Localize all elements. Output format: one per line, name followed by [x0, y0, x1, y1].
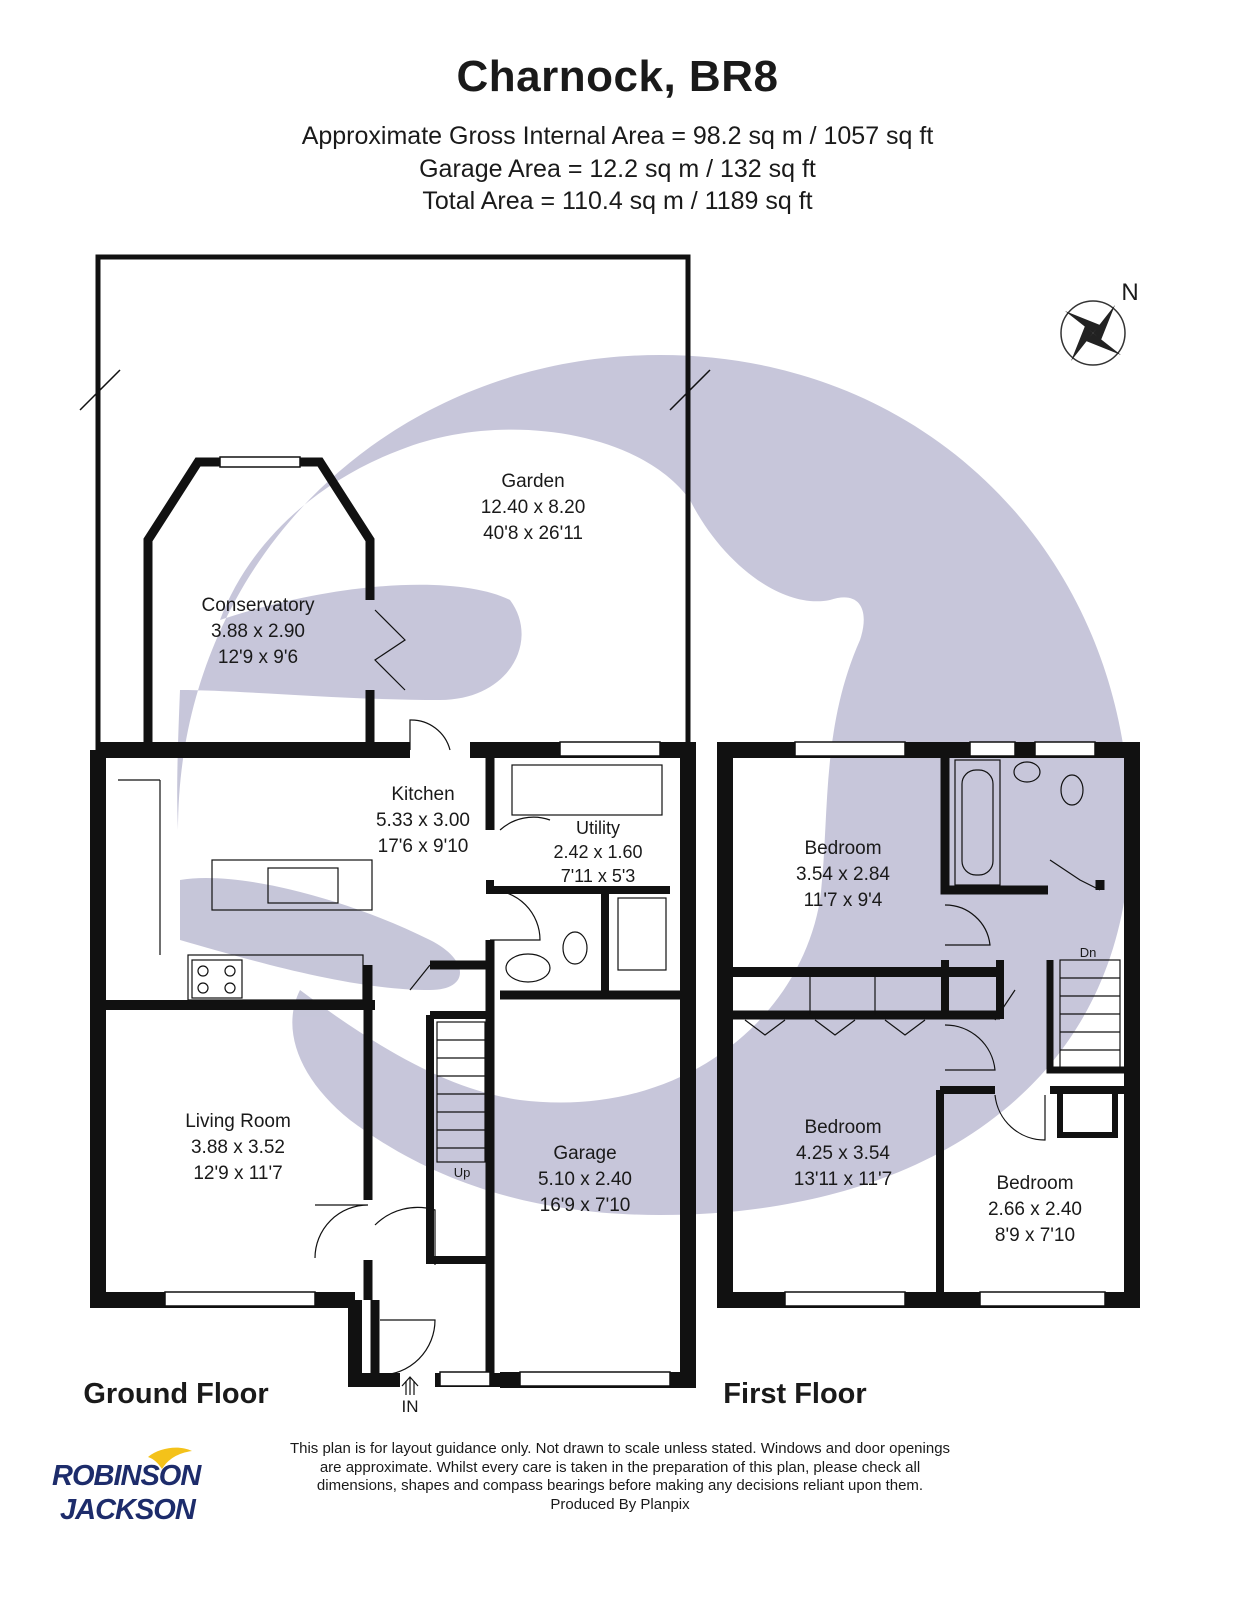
conservatory-name: Conservatory: [202, 595, 315, 616]
disclaimer: This plan is for layout guidance only. N…: [230, 1440, 1010, 1514]
kitchen-name: Kitchen: [391, 784, 454, 805]
bedroom-2-name: Bedroom: [804, 1117, 881, 1138]
swallow-icon: [148, 1447, 192, 1469]
total-area: Total Area = 110.4 sq m / 1189 sq ft: [422, 187, 813, 215]
garage-name: Garage: [553, 1143, 616, 1164]
kitchen-metric: 5.33 x 3.00: [376, 810, 470, 831]
living-room-imperial: 12'9 x 11'7: [193, 1163, 282, 1184]
logo-line-1: ROBINSON: [52, 1460, 202, 1492]
walls-ground-floor: [79, 254, 711, 1388]
plan-title: Charnock, BR8: [456, 52, 779, 101]
first-floor-label: First Floor: [723, 1378, 866, 1410]
kitchen-imperial: 17'6 x 9'10: [378, 836, 469, 857]
stairs-up-label: Up: [454, 1165, 471, 1180]
compass-north-label: N: [1121, 279, 1138, 306]
bedroom-1-name: Bedroom: [804, 838, 881, 859]
ground-floor-label: Ground Floor: [83, 1378, 268, 1410]
watermark-logo: [177, 355, 1130, 1215]
conservatory-metric: 3.88 x 2.90: [211, 621, 305, 642]
disclaimer-line: are approximate. Whilst every care is ta…: [319, 1458, 921, 1476]
living-room-name: Living Room: [185, 1111, 291, 1132]
conservatory-imperial: 12'9 x 9'6: [218, 647, 298, 668]
compass-icon: [1060, 300, 1126, 366]
garage-area: Garage Area = 12.2 sq m / 132 sq ft: [419, 155, 816, 183]
garage-metric: 5.10 x 2.40: [538, 1169, 632, 1190]
logo-line-2: JACKSON: [60, 1494, 197, 1526]
gross-internal-area: Approximate Gross Internal Area = 98.2 s…: [301, 122, 934, 150]
disclaimer-line: dimensions, shapes and compass bearings …: [316, 1477, 924, 1494]
floor-plan: N Garden 12.40 x 8.20 40'8 x 26'11 Conse…: [79, 254, 1140, 1416]
bedroom-3-name: Bedroom: [996, 1173, 1073, 1194]
entrance-label: IN: [402, 1397, 419, 1416]
bedroom-1-metric: 3.54 x 2.84: [796, 864, 890, 885]
stairs-down-label: Dn: [1080, 945, 1097, 960]
utility-name: Utility: [576, 818, 620, 838]
producer-credit: Produced By Planpix: [550, 1495, 690, 1513]
bedroom-2-imperial: 13'11 x 11'7: [794, 1169, 892, 1190]
garden-imperial: 40'8 x 26'11: [483, 523, 583, 544]
bedroom-1-imperial: 11'7 x 9'4: [804, 890, 883, 911]
living-room-metric: 3.88 x 3.52: [191, 1137, 285, 1158]
garage-imperial: 16'9 x 7'10: [540, 1195, 631, 1216]
entrance-arrow-icon: [401, 1376, 419, 1395]
robinson-jackson-logo: ROBINSON JACKSON: [52, 1447, 203, 1526]
garden-metric: 12.40 x 8.20: [481, 497, 586, 518]
bedroom-3-imperial: 8'9 x 7'10: [995, 1225, 1075, 1246]
bedroom-3-metric: 2.66 x 2.40: [988, 1199, 1082, 1220]
utility-metric: 2.42 x 1.60: [553, 842, 642, 862]
disclaimer-line: This plan is for layout guidance only. N…: [289, 1440, 951, 1457]
bedroom-2-metric: 4.25 x 3.54: [796, 1143, 890, 1164]
garden-name: Garden: [501, 471, 564, 492]
utility-imperial: 7'11 x 5'3: [561, 866, 636, 886]
walls-first-floor: [717, 741, 1140, 1308]
